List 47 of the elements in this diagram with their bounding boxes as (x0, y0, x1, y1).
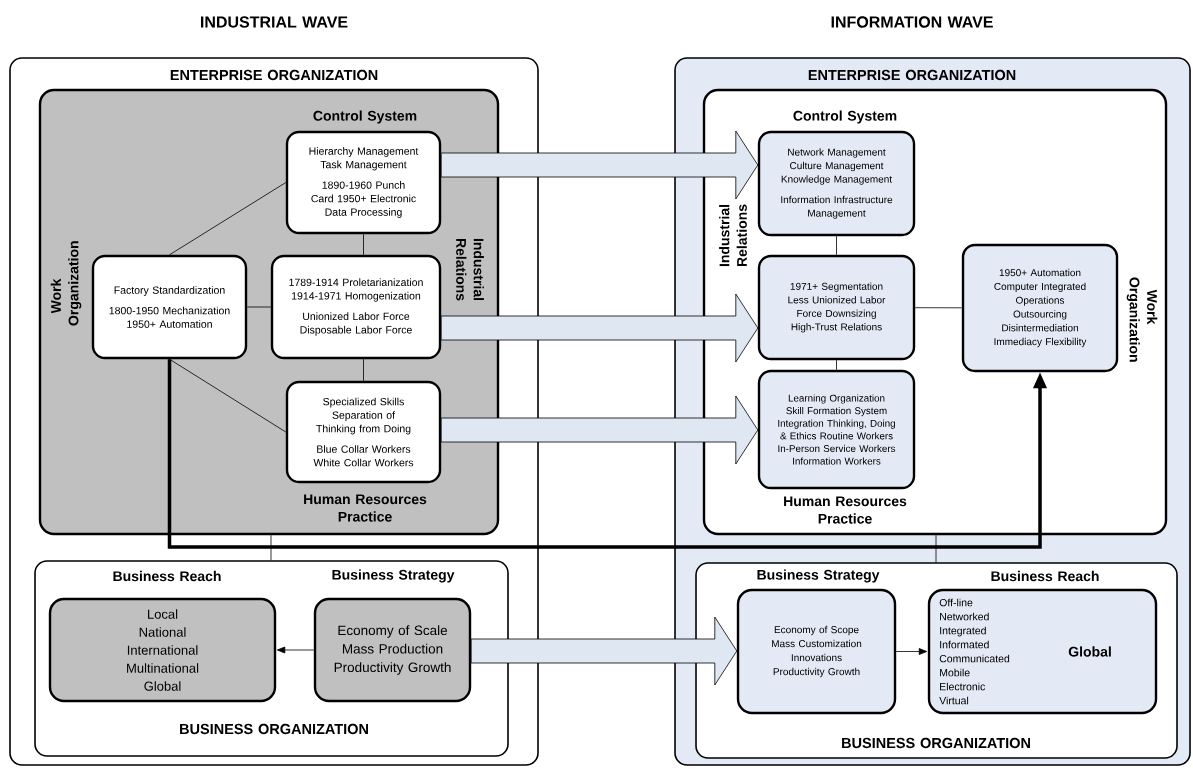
connector-line (363, 233, 364, 256)
panel-heading: BUSINESS ORGANIZATION (180, 723, 368, 735)
wave-title: INDUSTRIAL WAVE (201, 16, 348, 28)
connector-line (270, 534, 272, 561)
connector-line (169, 182, 287, 256)
block-arrow (440, 293, 759, 363)
connector-line (836, 359, 837, 371)
box-heading: Control System (313, 110, 417, 124)
content-box: Network Management Culture Management Knowledge Management Information Infrastructure Management (757, 130, 916, 237)
box-heading: Work Organization (50, 241, 82, 326)
arrow (276, 646, 315, 654)
content-box: 1950+ Automation Computer Integrated Operations Outsourcing Disintermediation Immediacy Flexibility (961, 243, 1119, 373)
region-label: Global (1068, 646, 1111, 657)
content-box: Factory Standardization 1800-1950 Mechanization 1950+ Automation (91, 254, 248, 360)
connector-line (836, 235, 837, 256)
box-heading: Business Strategy (332, 569, 455, 583)
box-heading: Human Resources Practice (304, 494, 427, 522)
connector-line (363, 358, 364, 382)
connector-line (246, 306, 272, 308)
content-box: 1971+ Segmentation Less Unionized Labor Force Downsizing High-Trust Relations (757, 254, 916, 361)
panel-heading: BUSINESS ORGANIZATION (842, 737, 1030, 749)
block-arrow (440, 395, 759, 465)
arrow (895, 648, 928, 655)
panel-heading: ENTERPRISE ORGANIZATION (808, 69, 1016, 81)
box-heading: Human Resources Practice (784, 496, 907, 524)
box-heading: Business Strategy (757, 569, 880, 583)
box-heading: Industrial Relations (456, 238, 484, 301)
content-box: Learning Organization Skill Formation System Integration Thinking, Doing & Ethics Routine Workers In-Person Service Workers Information Workers (757, 369, 916, 490)
content-box: Economy of Scope Mass Customization Innovations Productivity Growth (736, 588, 897, 715)
content-box: Economy of Scale Mass Production Productivity Growth (313, 597, 472, 703)
block-arrow (440, 130, 759, 200)
box-heading: Industrial Relations (719, 204, 747, 267)
panel-heading: ENTERPRISE ORGANIZATION (170, 69, 378, 81)
box-heading: Business Reach (991, 570, 1099, 582)
block-arrow (470, 616, 738, 686)
connector-line (935, 534, 937, 563)
box-heading: Control System (793, 110, 897, 124)
connector-line (169, 358, 287, 433)
wave-title: INFORMATION WAVE (831, 16, 993, 28)
content-box: Hierarchy Management Task Management 1890-1960 Punch Card 1950+ Electronic Data Processing (285, 130, 442, 235)
connector-line (914, 307, 963, 309)
box-heading: Work Organization (1126, 277, 1158, 362)
list-text: Off-line Networked Integrated Informated Communicated Mobile Electronic Virtual (939, 598, 1010, 705)
box-heading: Business Reach (113, 570, 221, 582)
content-box: Local National International Multinational Global (48, 597, 277, 703)
content-box: 1789-1914 Proletarianization 1914-1971 Homogenization Unionized Labor Force Disposable Labor Force (270, 254, 442, 360)
content-box: Specialized Skills Separation of Thinking from Doing Blue Collar Workers White Collar Workers (285, 380, 442, 484)
